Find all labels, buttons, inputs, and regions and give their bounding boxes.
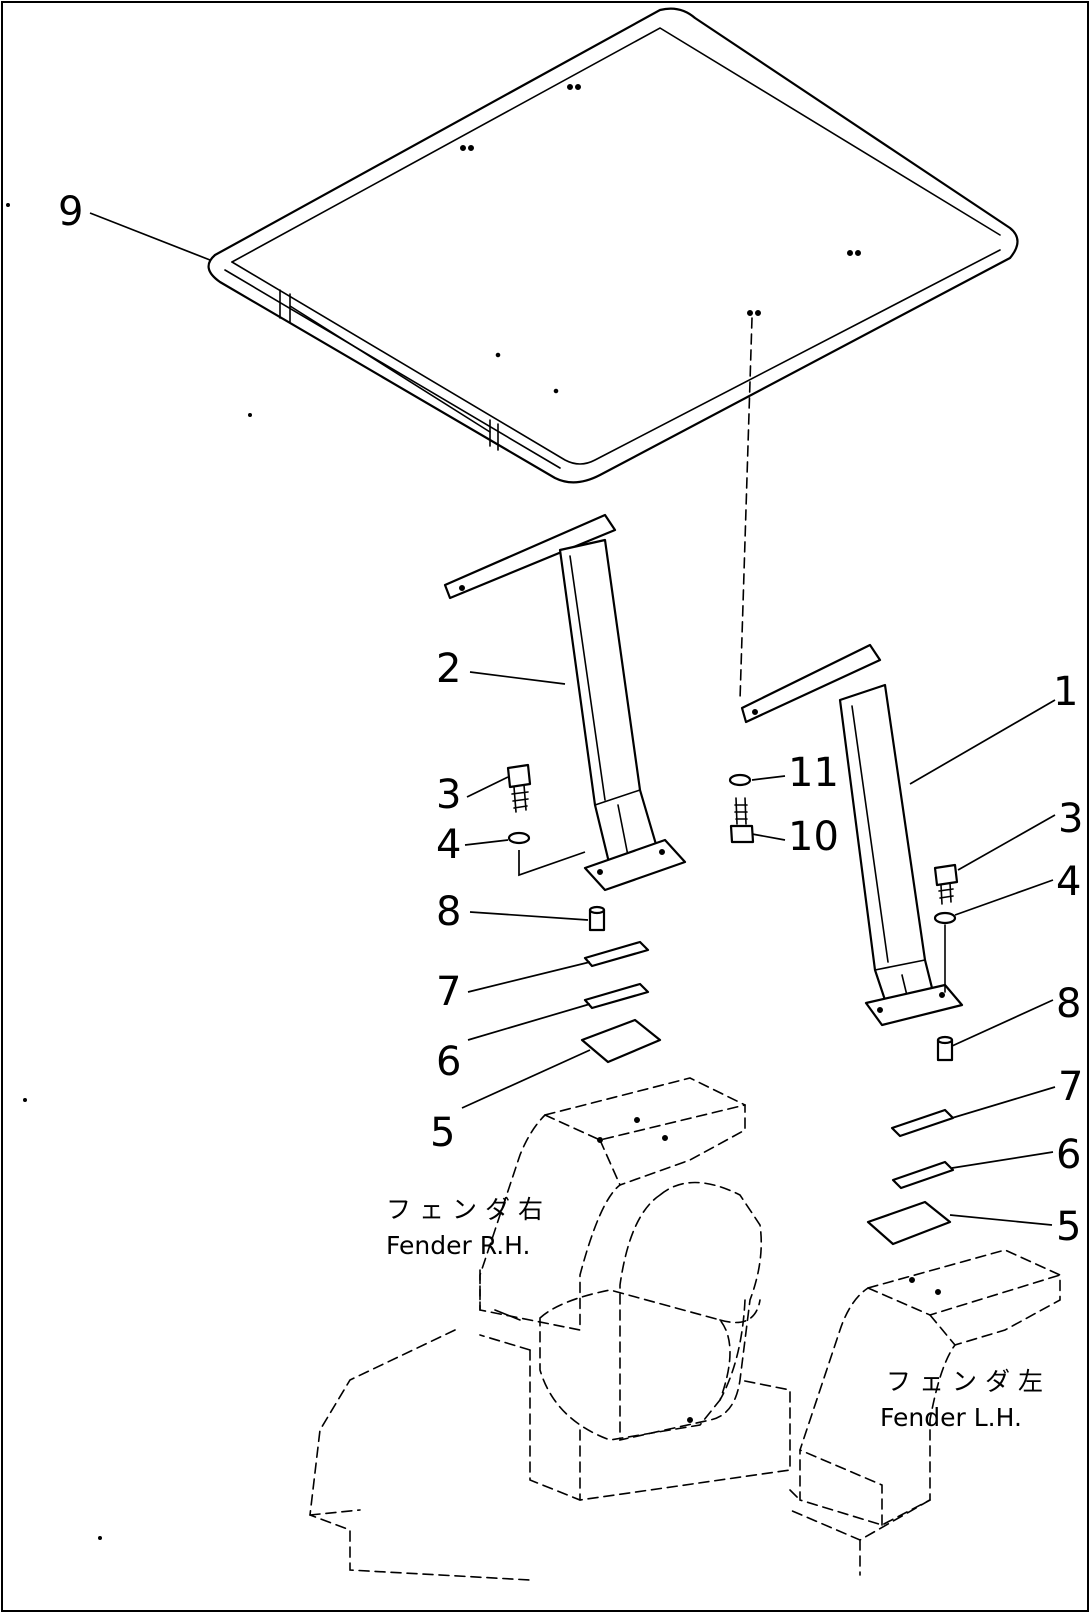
callout-3-right: 3 (1058, 796, 1083, 842)
callout-2: 2 (436, 646, 461, 692)
washer-center (728, 773, 752, 787)
callout-3-left: 3 (436, 772, 461, 818)
canopy-roof (207, 7, 1019, 484)
operator-seat (539, 1181, 763, 1441)
shim-thick-right (890, 1108, 955, 1138)
shim-thick-left (583, 940, 650, 968)
speck (23, 1098, 27, 1102)
leader-lines (89, 212, 1056, 1226)
callout-10: 10 (788, 814, 839, 860)
callout-4-left: 4 (436, 822, 461, 868)
callout-9: 9 (58, 189, 83, 235)
callout-6-left: 6 (436, 1039, 461, 1085)
washer-right (933, 911, 957, 925)
speck (6, 203, 10, 207)
fender-rh-label-en: Fender R.H. (386, 1231, 530, 1260)
speck (248, 413, 252, 417)
fender-rh (479, 1077, 746, 1331)
bolt-right (933, 863, 959, 905)
alignment-line-right (739, 317, 753, 701)
callout-8-left: 8 (436, 889, 461, 935)
fender-rh-label-jp: フェンダ右 (386, 1195, 551, 1224)
plate-left (580, 1018, 662, 1064)
shim-thin-right (891, 1160, 955, 1190)
callout-7-left: 7 (436, 969, 461, 1015)
callout-4-right: 4 (1056, 859, 1081, 905)
callout-7-right: 7 (1058, 1064, 1083, 1110)
spacer-left (588, 905, 606, 932)
seat-base (309, 1269, 791, 1581)
fender-lh-label-en: Fender L.H. (880, 1403, 1022, 1432)
callout-11: 11 (788, 750, 839, 796)
bolt-left-guide (518, 850, 586, 877)
callout-5-left: 5 (430, 1110, 455, 1156)
bolt-center (729, 797, 755, 844)
fender-lh-label-jp: フェンダ左 (886, 1367, 1051, 1396)
callout-6-right: 6 (1056, 1132, 1081, 1178)
plate-right (866, 1200, 952, 1246)
post-left (443, 513, 687, 892)
callout-1: 1 (1053, 669, 1078, 715)
bolt-left (506, 763, 532, 813)
speck (98, 1536, 102, 1540)
callout-8-right: 8 (1056, 981, 1081, 1027)
shim-thin-left (583, 982, 650, 1010)
callout-5-right: 5 (1056, 1204, 1081, 1250)
spacer-right (936, 1035, 954, 1062)
fender-lh (789, 1249, 1061, 1576)
washer-left (507, 831, 531, 845)
post-right (740, 643, 964, 1027)
